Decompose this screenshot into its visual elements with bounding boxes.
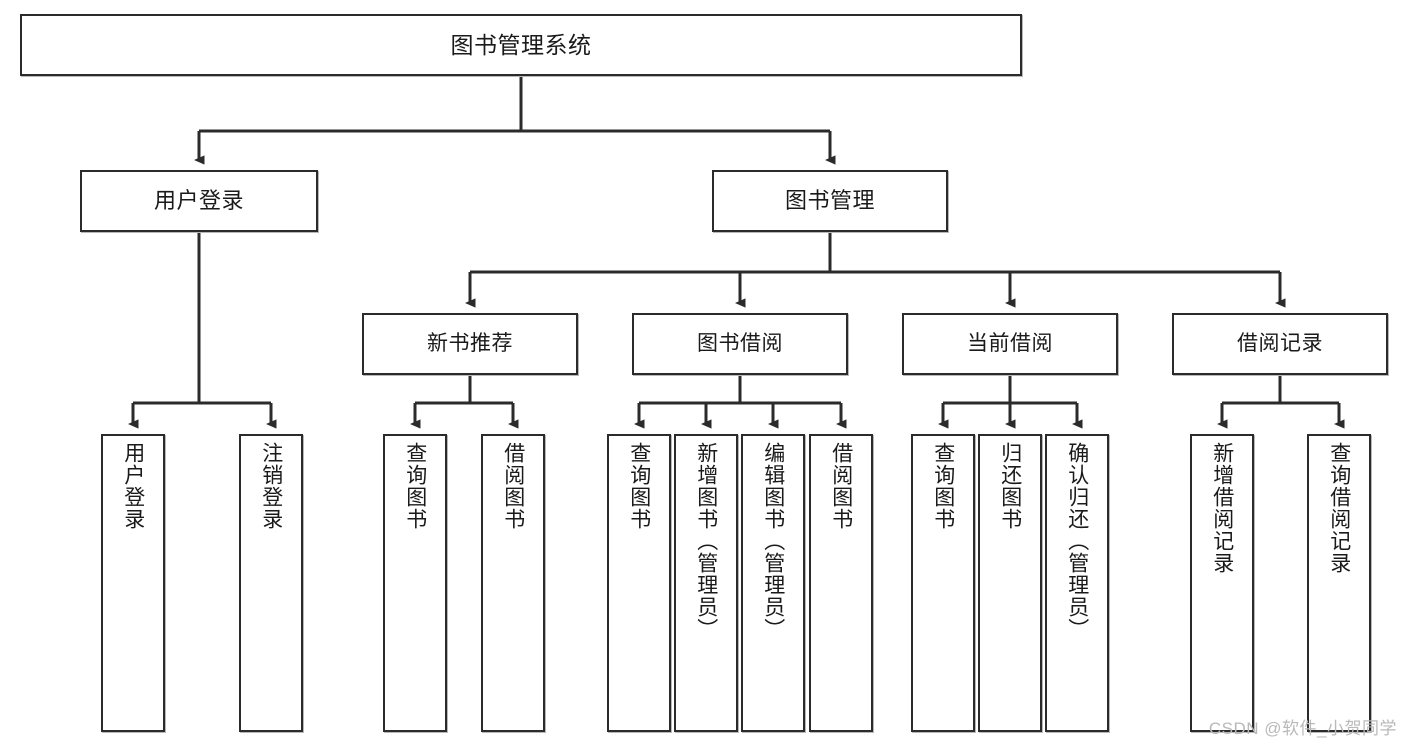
leaf-user-login[interactable]: 用户登录 [101, 434, 165, 732]
node-label: 用户登录 [121, 442, 145, 530]
node-label: 查询图书 [931, 442, 955, 530]
node-label: 用户登录 [153, 188, 244, 214]
node-label: 归还图书 [998, 442, 1022, 530]
node-label: 查询图书 [403, 442, 427, 530]
node-label: 查询借阅记录 [1327, 442, 1351, 574]
leaf-query-book-current[interactable]: 查询图书 [911, 434, 975, 732]
leaf-query-book-recommendation[interactable]: 查询图书 [383, 434, 447, 732]
leaf-add-book-admin[interactable]: 新增图书（管理员） [674, 434, 738, 732]
node-label: 借阅记录 [1237, 331, 1323, 355]
node-label: 借阅图书 [829, 442, 853, 530]
watermark-text: CSDN @软件_小贺同学 [1208, 719, 1397, 738]
node-label: 当前借阅 [967, 331, 1053, 355]
node-label: 编辑图书（管理员） [761, 442, 785, 640]
leaf-borrow-book-borrowing[interactable]: 借阅图书 [809, 434, 873, 732]
node-user-login[interactable]: 用户登录 [80, 170, 318, 232]
node-label: 新书推荐 [427, 331, 513, 355]
leaf-logout[interactable]: 注销登录 [239, 434, 303, 732]
leaf-return-book[interactable]: 归还图书 [978, 434, 1042, 732]
leaf-query-borrow-record[interactable]: 查询借阅记录 [1307, 434, 1371, 732]
leaf-edit-book-admin[interactable]: 编辑图书（管理员） [741, 434, 805, 732]
node-new-book-recommendation[interactable]: 新书推荐 [362, 313, 578, 375]
leaf-confirm-return-admin[interactable]: 确认归还（管理员） [1045, 434, 1109, 732]
node-label: 图书管理 [784, 188, 875, 214]
node-label: 确认归还（管理员） [1065, 442, 1089, 640]
node-book-management[interactable]: 图书管理 [712, 170, 948, 232]
node-label: 查询图书 [627, 442, 651, 530]
node-root-book-management-system[interactable]: 图书管理系统 [20, 14, 1022, 76]
node-label: 图书管理系统 [450, 31, 592, 58]
node-current-borrowing[interactable]: 当前借阅 [902, 313, 1118, 375]
node-label: 新增借阅记录 [1210, 442, 1234, 574]
node-borrow-records[interactable]: 借阅记录 [1172, 313, 1388, 375]
node-label: 图书借阅 [697, 331, 783, 355]
node-label: 借阅图书 [501, 442, 525, 530]
node-label: 新增图书（管理员） [694, 442, 718, 640]
node-label: 注销登录 [259, 442, 283, 530]
leaf-borrow-book-recommendation[interactable]: 借阅图书 [481, 434, 545, 732]
leaf-add-borrow-record[interactable]: 新增借阅记录 [1190, 434, 1254, 732]
leaf-query-book-borrowing[interactable]: 查询图书 [607, 434, 671, 732]
node-book-borrowing[interactable]: 图书借阅 [632, 313, 848, 375]
